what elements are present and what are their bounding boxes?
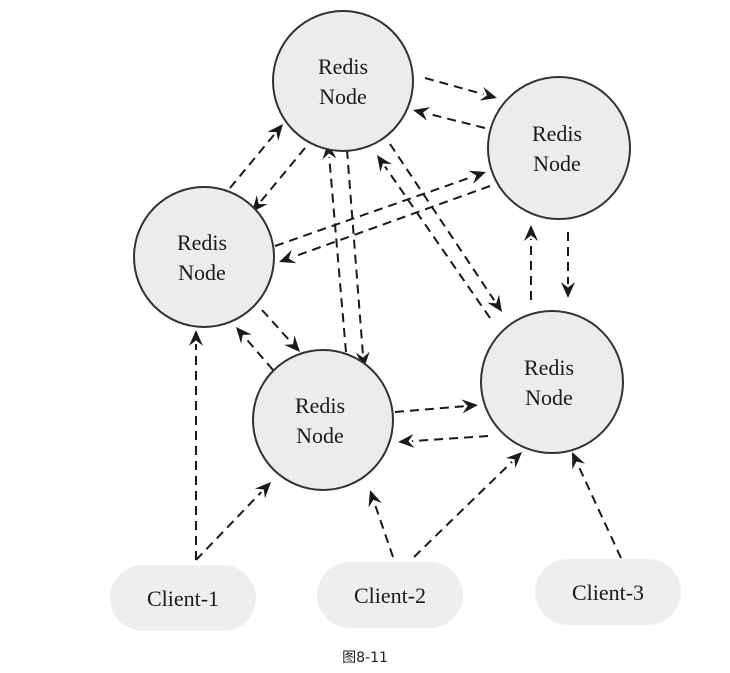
arrowhead-icon [413,107,431,121]
edge-line [384,165,491,319]
client-box [535,559,681,625]
edge-c1-to-n-left [189,330,203,560]
arrowhead-icon [524,225,538,241]
edge-n-topright-to-n-left [279,185,491,264]
edge-line [195,491,263,561]
client-1: Client-1 [110,565,256,631]
arrowhead-icon [252,195,268,212]
edge-line [394,405,465,413]
arrowhead-icon [479,86,497,101]
edge-n-right-to-n-topright [524,225,538,300]
client-label: Client-2 [354,583,426,608]
node-label-line1: Redis [524,355,574,380]
arrowhead-icon [279,249,297,264]
arrowhead-icon [284,335,300,352]
node-circle [272,10,414,152]
client-label: Client-3 [572,580,644,605]
arrowhead-icon [254,482,271,499]
node-label-line1: Redis [532,121,582,146]
node-label-line2: Node [178,260,226,285]
edge-n-top-to-n-center [346,149,370,368]
arrowhead-icon [355,351,370,368]
node-circle [133,186,275,328]
edge-line [576,464,622,559]
node-label-line2: Node [319,84,367,109]
edge-line [328,156,347,353]
arrowhead-icon [322,143,337,160]
edge-line [291,185,491,259]
edge-c2-to-n-right [413,452,522,558]
node-label-line2: Node [533,151,581,176]
client-box [317,562,463,628]
edge-line [346,149,364,355]
edge-n-right-to-n-center [398,433,489,448]
edge-line [426,112,486,129]
arrowhead-icon [505,452,522,469]
client-3: Client-3 [535,559,681,625]
redis-node-left: Redis Node [133,186,275,328]
edge-n-top-to-n-left [252,147,306,212]
edge-line [373,502,394,558]
arrowhead-icon [461,399,478,414]
edge-line [274,175,474,247]
edge-n-topright-to-n-right [561,232,575,298]
redis-node-right: Redis Node [480,310,624,454]
arrowhead-icon [377,155,392,173]
arrowhead-icon [468,170,486,184]
edge-line [411,435,489,443]
edges-layer [189,77,622,561]
node-label-line1: Redis [318,54,368,79]
edge-c1-to-n-center [195,482,271,561]
node-circle [480,310,624,454]
edge-n-center-to-n-right [394,399,478,414]
arrowhead-icon [487,294,502,312]
figure-caption: 图8-11 [342,650,388,666]
edge-line [424,77,484,96]
edge-n-top-to-n-topright [424,77,497,101]
edge-n-left-to-n-topright [274,170,486,247]
edge-n-center-to-n-left [236,327,274,371]
arrowhead-icon [368,490,382,508]
node-label-line2: Node [525,385,573,410]
arrowhead-icon [561,282,575,298]
node-label-line2: Node [296,423,344,448]
node-label-line1: Redis [295,393,345,418]
client-2: Client-2 [317,562,463,628]
arrowhead-icon [236,327,252,344]
edge-line [229,134,275,189]
edge-n-left-to-n-top [229,124,283,189]
client-label: Client-1 [147,586,219,611]
edge-line [260,147,306,202]
edge-n-top-to-n-right [389,143,502,312]
node-label-line1: Redis [177,230,227,255]
edge-n-right-to-n-top [377,155,491,319]
edge-n-left-to-n-center [261,309,300,352]
edge-line [413,461,513,558]
edge-line [261,309,292,343]
node-circle [252,349,394,491]
redis-node-topright: Redis Node [487,76,631,220]
edge-n-center-to-n-top [322,143,347,353]
edge-c3-to-n-right [572,452,622,559]
edge-n-topright-to-n-top [413,107,486,129]
client-box [110,565,256,631]
edge-c2-to-n-center [368,490,394,558]
redis-node-top: Redis Node [272,10,414,152]
node-circle [487,76,631,220]
arrowhead-icon [572,452,586,470]
arrowhead-icon [398,433,415,448]
arrowhead-icon [267,124,283,141]
edge-line [244,336,274,371]
edge-line [389,143,496,301]
redis-node-center: Redis Node [252,349,394,491]
arrowhead-icon [189,330,203,346]
